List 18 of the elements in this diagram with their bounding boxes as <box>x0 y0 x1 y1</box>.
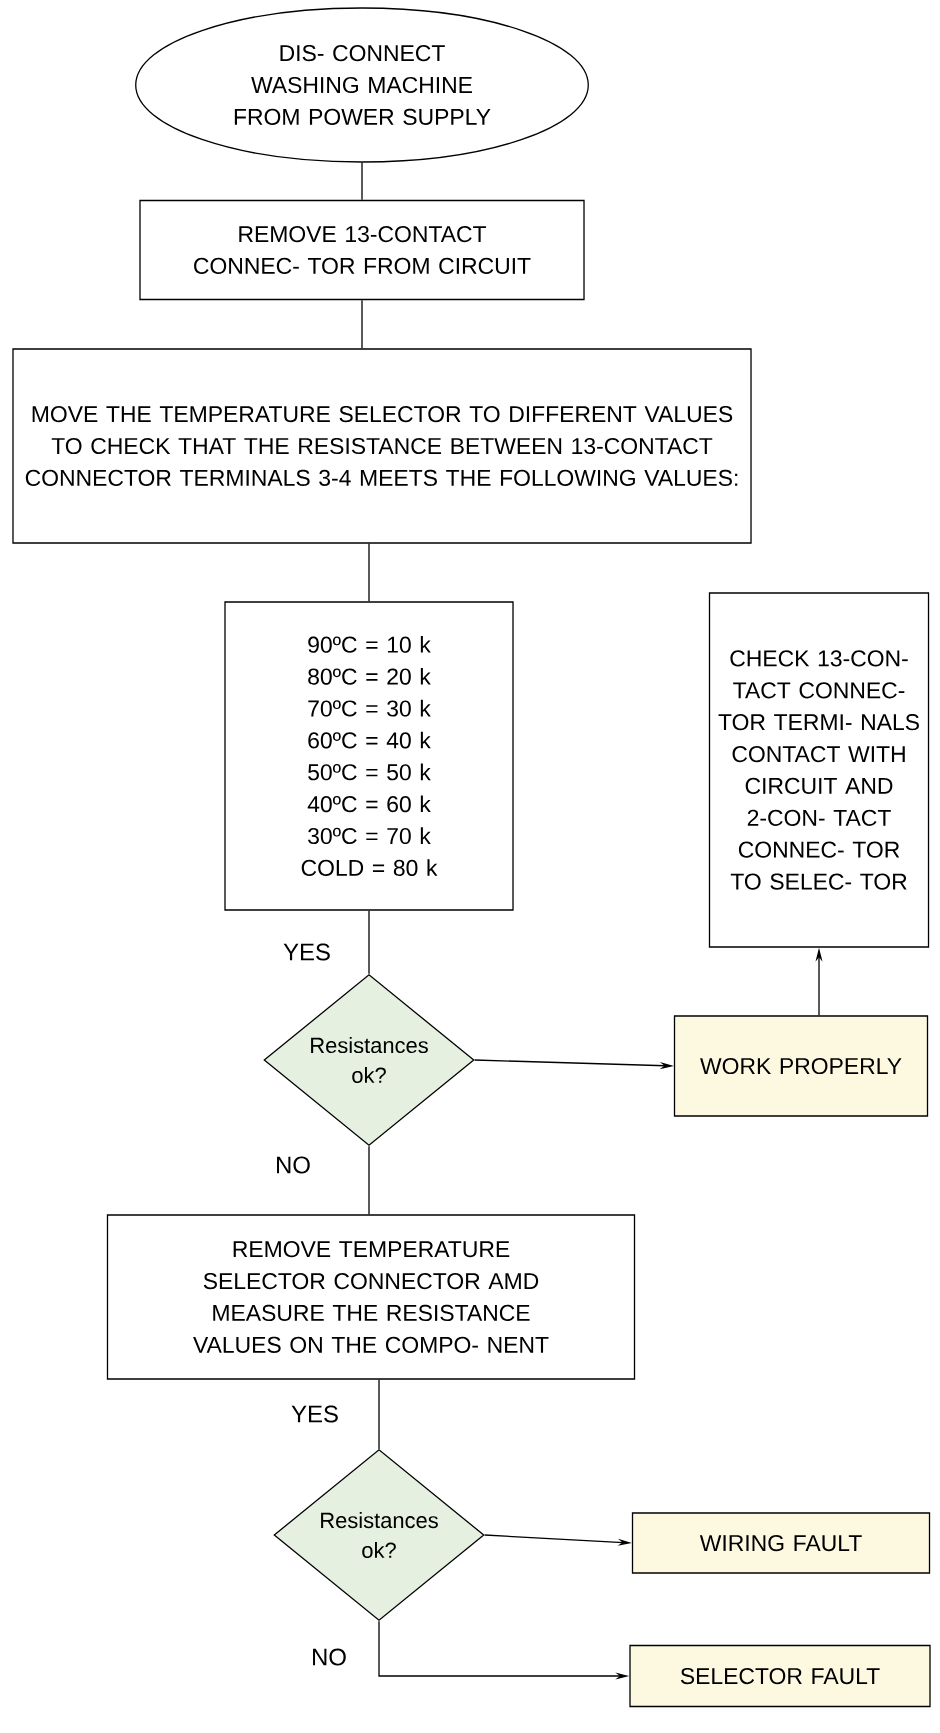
values-box: 90ºC = 10 k 80ºC = 20 k 70ºC = 30 k 60ºC = 40 k 50ºC = 50 k 40ºC = 60 k 30ºC = 70 k COLD = 80 k <box>224 601 514 911</box>
process-box: CHECK 13-CON- TACT CONNEC- TOR TERMI- NALS CONTACT WITH CIRCUIT AND 2-CON- TACT CONNEC- TOR TO SELEC- TOR <box>708 592 930 948</box>
edge-label: YES <box>291 1405 338 1423</box>
edge-label: YES <box>283 943 330 961</box>
edge-label: NO <box>313 1648 346 1666</box>
connector-line <box>378 1379 380 1450</box>
edge-label: NO <box>277 1156 310 1174</box>
result-box: WIRING FAULT <box>631 1512 931 1574</box>
process-box: MOVE THE TEMPERATURE SELECTOR TO DIFFERENT VALUES TO CHECK THAT THE RESISTANCE BETWEEN 13-CONTACT CONNECTOR TERMINALS 3-4 MEETS THE FOLLOWING VALUES: <box>12 348 752 544</box>
connector-line <box>368 1145 370 1215</box>
connector-line <box>361 162 363 201</box>
process-box: REMOVE TEMPERATURE SELECTOR CONNECTOR AMD MEASURE THE RESISTANCE VALUES ON THE COMPO- NENT <box>106 1214 636 1380</box>
connector-line <box>368 910 370 975</box>
result-box: WORK PROPERLY <box>673 1015 929 1117</box>
result-box: SELECTOR FAULT <box>629 1644 931 1708</box>
process-box: REMOVE 13-CONTACT CONNEC- TOR FROM CIRCUIT <box>139 199 585 301</box>
connector-line <box>361 299 363 349</box>
connector-line <box>368 543 370 602</box>
